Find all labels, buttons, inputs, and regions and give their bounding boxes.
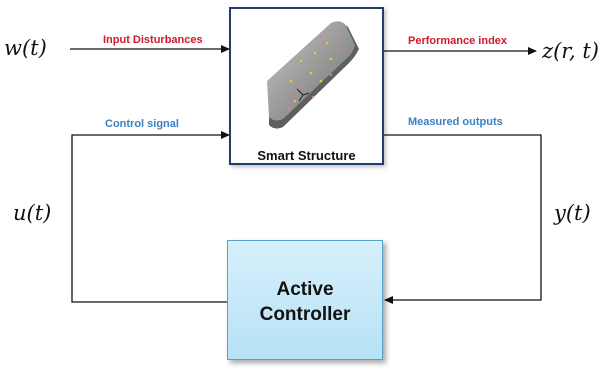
smart-structure-title: Smart Structure <box>257 148 356 163</box>
controller-line-2: Controller <box>259 304 351 325</box>
measured-outputs-label: Measured outputs <box>408 116 503 128</box>
performance-index-label: Performance index <box>408 35 508 47</box>
smart-structure-block: Smart Structure <box>229 7 384 165</box>
control-signal-arrow <box>71 131 230 303</box>
control-signal-label: Control signal <box>105 118 179 130</box>
signal-w: w(t) <box>4 36 47 60</box>
active-controller-label: Active Controller <box>228 277 382 327</box>
signal-z: z(r, t) <box>542 39 599 63</box>
controller-line-1: Active <box>276 279 334 300</box>
signal-y: y(t) <box>554 201 591 225</box>
input-disturbances-label: Input Disturbances <box>103 34 203 46</box>
smart-structure-plate-icon <box>267 21 359 129</box>
measured-output-arrow <box>384 134 542 304</box>
signal-u: u(t) <box>13 201 52 225</box>
active-controller-block: Active Controller <box>227 240 383 360</box>
